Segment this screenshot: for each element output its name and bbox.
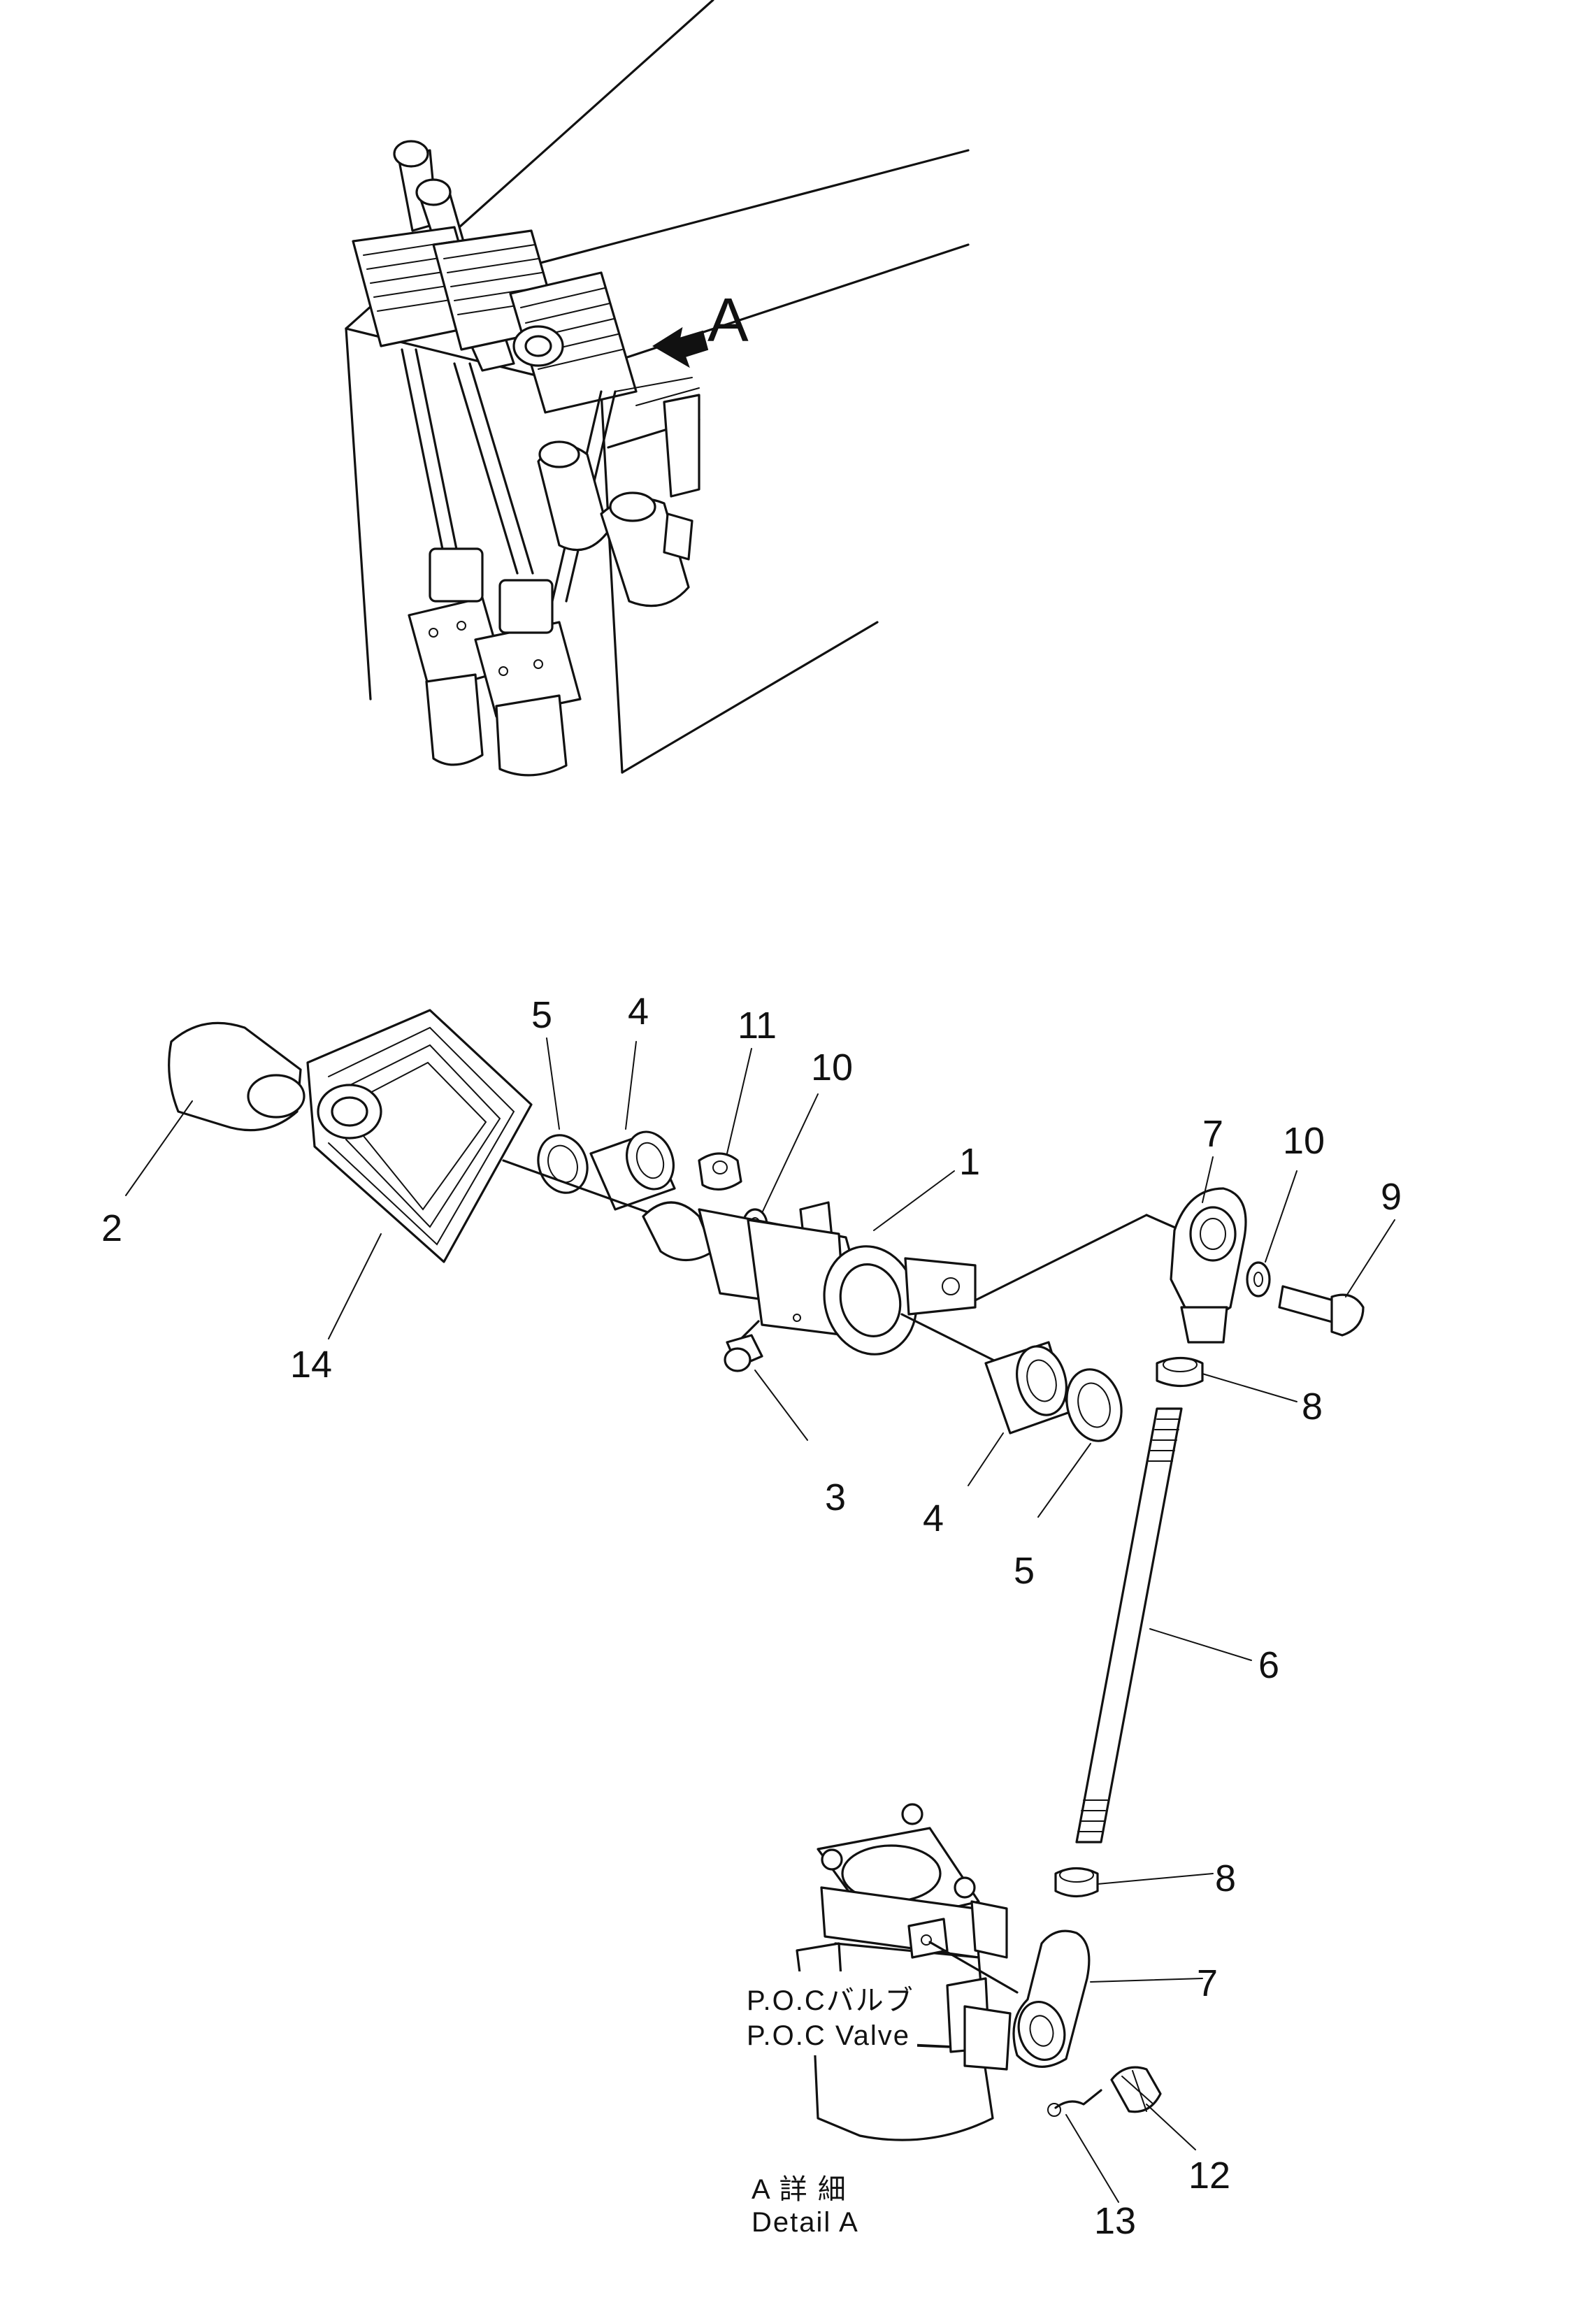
- part-castle-nut: [1110, 2066, 1162, 2113]
- part-bolt: [1278, 1285, 1365, 1337]
- callout-3: 3: [825, 1476, 846, 1518]
- callout-8-upper: 8: [1302, 1386, 1323, 1428]
- callout-12: 12: [1188, 2155, 1230, 2197]
- callout-10-right: 10: [1283, 1120, 1325, 1162]
- part-rod-end-upper: [1170, 1187, 1247, 1344]
- callout-4-lower: 4: [923, 1497, 944, 1539]
- view-marker-a: A: [707, 285, 749, 354]
- valve-label-en: P.O.C Valve: [747, 2020, 910, 2051]
- part-nut-11: [698, 1152, 742, 1191]
- part-nut-upper: [1156, 1356, 1204, 1388]
- callout-10-upper: 10: [811, 1047, 853, 1088]
- callout-numbers: 2 14 5 4 11 10 1 7 10 9 8 3 4 5 6 8 7 12…: [101, 991, 1402, 2242]
- callout-5-lower: 5: [1014, 1550, 1035, 1592]
- part-bushing-upper: [589, 1130, 676, 1211]
- part-boot: [306, 1009, 533, 1263]
- part-nut-lower: [1054, 1867, 1099, 1898]
- detail-label-en: Detail A: [752, 2207, 859, 2238]
- callout-7-upper: 7: [1202, 1113, 1223, 1155]
- callout-6: 6: [1258, 1644, 1279, 1686]
- callout-14: 14: [290, 1344, 332, 1386]
- part-knob: [168, 1021, 305, 1132]
- part-washer-right: [1246, 1261, 1271, 1298]
- callout-1: 1: [959, 1141, 980, 1183]
- poc-valve: [742, 1803, 1019, 2141]
- callout-4-upper: 4: [628, 991, 649, 1033]
- part-rod-end-lower: [1012, 1929, 1091, 2068]
- callout-8-lower: 8: [1215, 1857, 1236, 1899]
- view-arrow: A: [652, 285, 749, 368]
- detail-label: A 詳 細 Detail A: [752, 2174, 859, 2238]
- arrow-icon: [652, 326, 709, 368]
- callout-2: 2: [101, 1207, 122, 1249]
- leader-lines: [125, 1037, 1395, 2203]
- part-bushing-lower: [900, 1313, 1071, 1435]
- callout-7-lower: 7: [1197, 1962, 1218, 2004]
- detail-label-jp: A 詳 細: [752, 2174, 847, 2205]
- part-grease-fitting: [724, 1334, 763, 1372]
- overview-console: [345, 0, 970, 777]
- callout-5-upper: 5: [531, 994, 552, 1036]
- part-threaded-rod: [1075, 1407, 1183, 1843]
- callout-9: 9: [1381, 1176, 1402, 1218]
- part-cotter-pin: [1047, 2089, 1102, 2117]
- valve-label: P.O.Cバルブ P.O.C Valve: [747, 1985, 914, 2051]
- callout-11: 11: [738, 1005, 777, 1047]
- valve-label-jp: P.O.Cバルブ: [747, 1985, 914, 2016]
- part-seal-ring-lower: [1065, 1368, 1123, 1442]
- part-lever-shaft: [502, 1159, 1183, 1356]
- callout-13: 13: [1094, 2200, 1136, 2242]
